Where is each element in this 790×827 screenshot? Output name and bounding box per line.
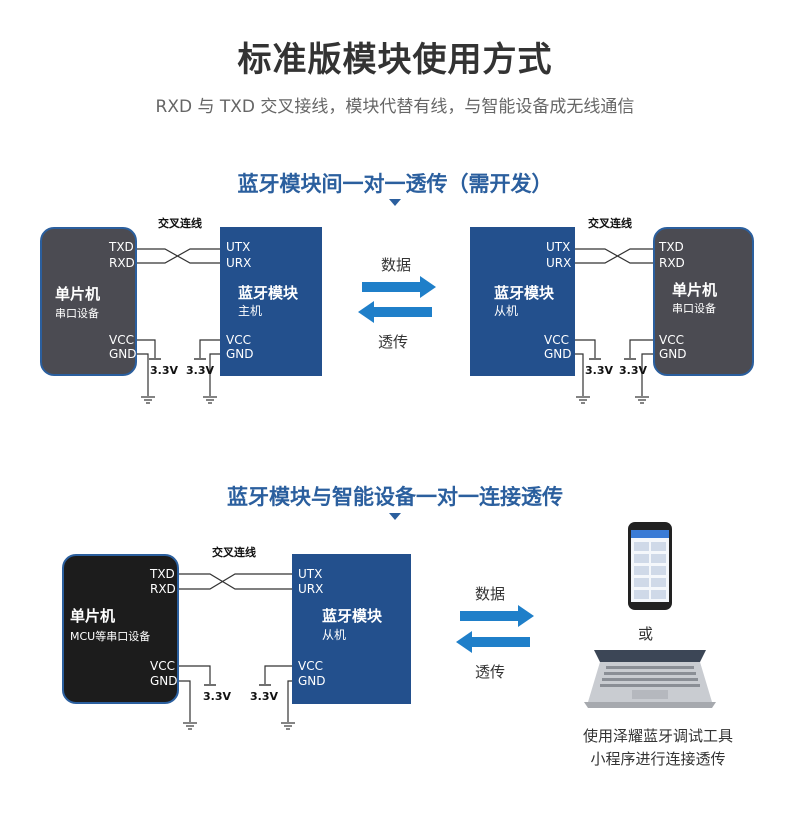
mcu-vcc: VCC <box>150 659 175 673</box>
ble-master-box <box>220 227 322 376</box>
passthrough-label: 透传 <box>378 333 409 351</box>
ble-slave-urx: URX <box>546 256 572 270</box>
wire-left-rxd-utx <box>136 248 220 264</box>
voltage-label: 3.3V <box>203 690 231 703</box>
ble-urx: URX <box>298 582 324 596</box>
passthrough-arrow-left-icon <box>456 631 530 653</box>
wire-right-urx-txd <box>575 248 657 264</box>
mcu-subtitle: MCU等串口设备 <box>70 630 151 643</box>
mcu-box <box>62 554 179 704</box>
ble-title: 蓝牙模块 <box>322 607 383 625</box>
ble-vcc: VCC <box>298 659 323 673</box>
section1-pointer-icon <box>389 199 401 206</box>
mcu-right-rxd: RXD <box>659 256 685 270</box>
cross-label-right: 交叉连线 <box>588 217 632 230</box>
voltage-label: 3.3V <box>619 364 647 377</box>
ble-slave-title: 蓝牙模块 <box>494 284 555 302</box>
ble-master-urx: URX <box>226 256 252 270</box>
section1-title: 蓝牙模块间一对一透传（需开发） <box>237 172 553 196</box>
or-label: 或 <box>638 625 654 643</box>
mcu-left-rxd: RXD <box>109 256 135 270</box>
ble-slave-vcc: VCC <box>544 333 569 347</box>
mcu-left-gnd: GND <box>109 347 137 361</box>
ground-icons-s1 <box>141 396 649 404</box>
ble-gnd: GND <box>298 674 326 688</box>
mcu-title: 单片机 <box>70 607 116 625</box>
caption-line2: 小程序进行连接透传 <box>590 750 726 768</box>
data-arrow-right-icon <box>460 605 534 627</box>
ble-slave-box <box>470 227 575 376</box>
cross-label: 交叉连线 <box>212 546 256 559</box>
mcu-right-gnd: GND <box>659 347 687 361</box>
voltage-label: 3.3V <box>150 364 178 377</box>
passthrough-arrow-left-icon <box>358 301 432 323</box>
smartphone-icon <box>628 522 672 610</box>
ble-slave2-box <box>292 554 411 704</box>
data-label: 数据 <box>381 256 412 274</box>
mcu-right-box <box>653 227 754 376</box>
ble-master-gnd: GND <box>226 347 254 361</box>
section2-title: 蓝牙模块与智能设备一对一连接透传 <box>227 485 563 509</box>
mcu-rxd: RXD <box>150 582 176 596</box>
mcu-left-vcc: VCC <box>109 333 134 347</box>
ble-slave-utx: UTX <box>546 240 571 254</box>
ble-slave-role: 从机 <box>494 304 519 318</box>
laptop-icon <box>584 650 716 708</box>
ble-slave-gnd: GND <box>544 347 572 361</box>
mcu-right-title: 单片机 <box>672 281 718 299</box>
cross-label-left: 交叉连线 <box>158 217 202 230</box>
ble-master-title: 蓝牙模块 <box>238 284 299 302</box>
ble-master-role: 主机 <box>238 304 263 318</box>
caption-line1: 使用泽耀蓝牙调试工具 <box>582 727 733 745</box>
mcu-left-subtitle: 串口设备 <box>55 307 99 320</box>
ble-master-vcc: VCC <box>226 333 251 347</box>
page-title: 标准版模块使用方式 <box>237 40 553 80</box>
mcu-gnd: GND <box>150 674 178 688</box>
mcu-left-box <box>40 227 137 376</box>
mcu-txd: TXD <box>150 567 175 581</box>
section2-pointer-icon <box>389 513 401 520</box>
mcu-left-txd: TXD <box>109 240 134 254</box>
mcu-left-title: 单片机 <box>55 285 101 303</box>
voltage-label: 3.3V <box>585 364 613 377</box>
data-label: 数据 <box>475 585 506 603</box>
ble-role: 从机 <box>322 628 347 642</box>
mcu-right-subtitle: 串口设备 <box>672 302 716 315</box>
voltage-label: 3.3V <box>186 364 214 377</box>
wire-rxd-utx <box>178 573 292 590</box>
passthrough-label: 透传 <box>475 663 506 681</box>
voltage-label: 3.3V <box>250 690 278 703</box>
ble-utx: UTX <box>298 567 323 581</box>
mcu-right-vcc: VCC <box>659 333 684 347</box>
mcu-right-txd: TXD <box>659 240 684 254</box>
ground-icons-s2 <box>183 722 295 730</box>
data-arrow-right-icon <box>362 276 436 298</box>
page-subtitle: RXD 与 TXD 交叉接线，模块代替有线，与智能设备成无线通信 <box>155 97 635 117</box>
ble-master-utx: UTX <box>226 240 251 254</box>
wire-txd-urx <box>178 573 292 590</box>
